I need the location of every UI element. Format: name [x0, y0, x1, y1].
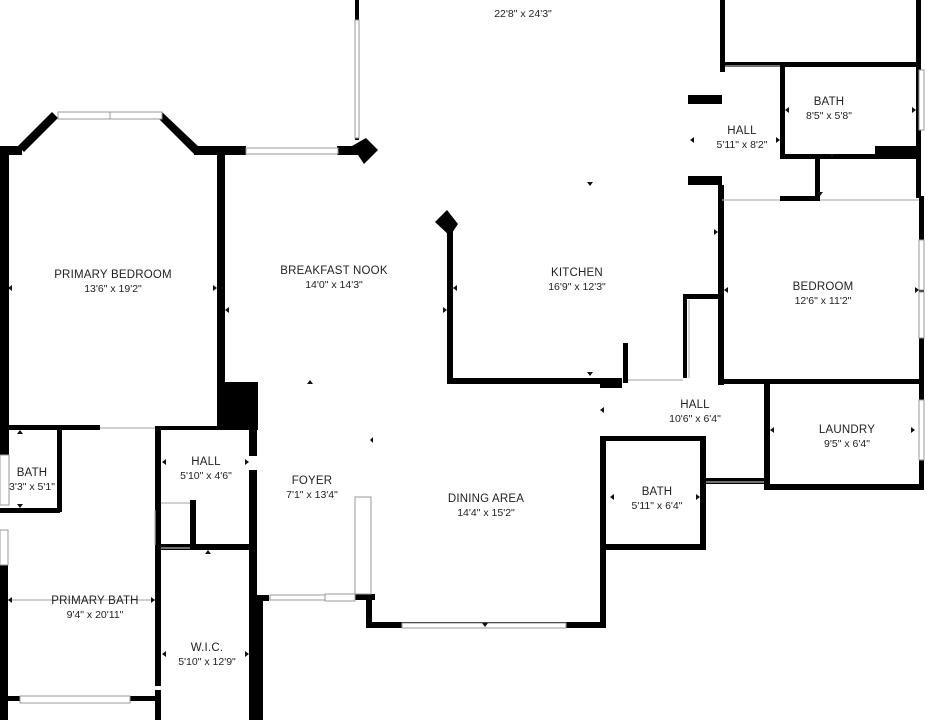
wic-name: W.I.C. — [191, 642, 224, 654]
bedroom-dims: 12'6" x 11'2" — [795, 295, 852, 307]
bath-mid-name: BATH — [642, 486, 673, 498]
bath-left-dims: 3'3" x 5'1" — [9, 481, 55, 493]
hall-mid-dims: 10'6" x 6'4" — [669, 413, 721, 425]
primary-bedroom-name: PRIMARY BEDROOM — [54, 269, 172, 281]
bath-top-name: BATH — [814, 96, 845, 108]
kitchen-dims: 16'9" x 12'3" — [548, 281, 606, 293]
dining-area-dims: 14'4" x 15'2" — [457, 507, 515, 519]
room-labels: 22'8" x 24'3" BATH 8'5" x 5'8" HALL 5'11… — [9, 8, 875, 668]
hall-mid-name: HALL — [680, 399, 710, 411]
doorways — [8, 65, 919, 601]
hall-top-dims: 5'11" x 8'2" — [717, 139, 768, 151]
hall-top-name: HALL — [727, 125, 757, 137]
hall-left-dims: 5'10" x 4'6" — [180, 470, 232, 482]
bath-left-name: BATH — [17, 467, 48, 479]
bath-top-dims: 8'5" x 5'8" — [806, 110, 852, 122]
primary-bedroom-dims: 13'6" x 19'2" — [84, 283, 142, 295]
kitchen-name: KITCHEN — [551, 267, 603, 279]
hall-left-name: HALL — [191, 456, 221, 468]
dimension-ticks — [8, 107, 919, 657]
foyer-dims: 7'1" x 13'4" — [286, 489, 338, 501]
breakfast-nook-dims: 14'0" x 14'3" — [305, 279, 363, 291]
primary-bath-dims: 9'4" x 20'11" — [67, 609, 124, 621]
bath-mid-dims: 5'11" x 6'4" — [632, 500, 683, 512]
wic-dims: 5'10" x 12'9" — [178, 656, 236, 668]
bedroom-name: BEDROOM — [793, 281, 854, 293]
dining-area-name: DINING AREA — [448, 493, 524, 505]
primary-bath-name: PRIMARY BATH — [51, 595, 138, 607]
breakfast-nook-name: BREAKFAST NOOK — [280, 265, 388, 277]
laundry-dims: 9'5" x 6'4" — [824, 438, 870, 450]
foyer-name: FOYER — [292, 475, 333, 487]
great-room-dims: 22'8" x 24'3" — [494, 8, 552, 20]
laundry-name: LAUNDRY — [819, 424, 875, 436]
